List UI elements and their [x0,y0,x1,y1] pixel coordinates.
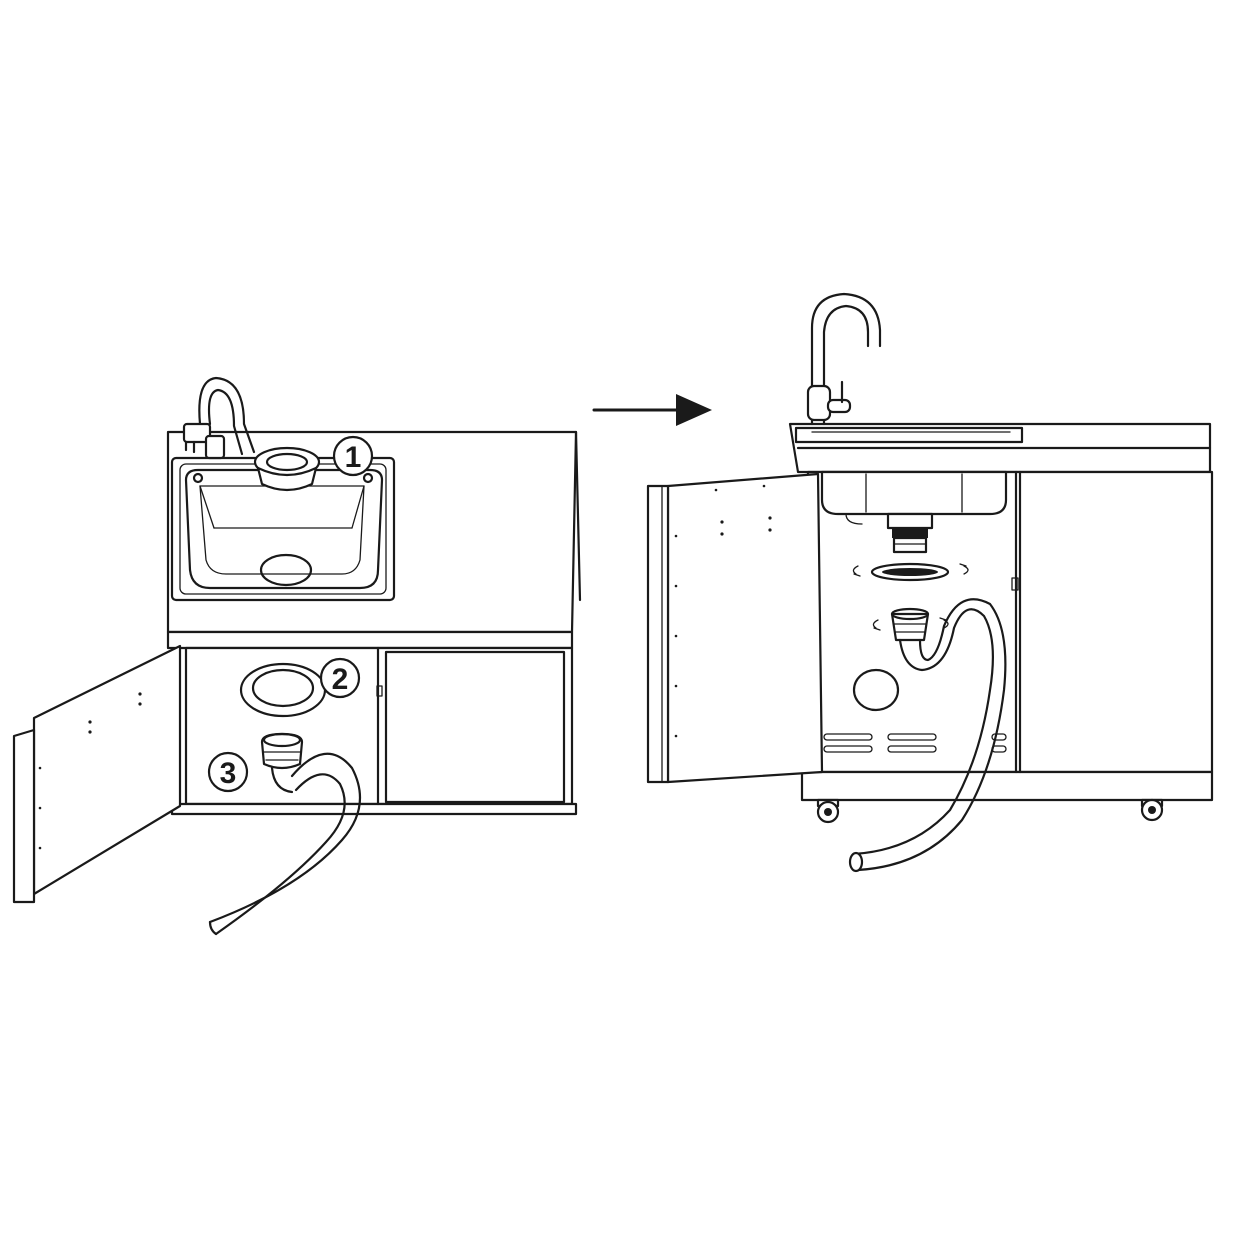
left-door-screws [38,692,142,850]
callout-1-label: 1 [345,441,362,474]
callout-2-label: 2 [332,663,349,696]
left-faucet [182,376,256,460]
right-sink-bowl [820,470,1008,516]
right-cabinet-wheels [816,798,1164,824]
right-cabinet-assembled-view [646,292,1214,873]
right-drain-ring [852,562,969,582]
part-1-drain-strainer [253,446,321,492]
right-hose-connector [872,607,949,642]
callout-3-label: 3 [220,757,237,790]
left-sink-basin [184,468,384,590]
right-cabinet-base [800,770,1214,802]
right-faucet [806,292,882,426]
right-drain-strainer [886,512,934,554]
left-open-door [32,644,182,896]
left-right-door [384,650,566,804]
part-3-hose-connector [260,732,304,794]
left-cabinet-base [170,802,578,816]
left-sink-drain-hole [259,553,313,587]
right-drain-hose [852,608,994,856]
left-cabinet-exploded-view: 1 2 3 [12,376,582,936]
left-drain-hose [208,752,362,924]
right-open-door [666,472,824,784]
left-countertop-edge [166,630,574,650]
part-2-drain-ring [239,662,327,718]
right-cabinet-body [806,470,1214,774]
callout-1: 1 [332,435,374,477]
right-cabinet-vents [823,733,1007,753]
callout-3: 3 [207,751,249,793]
right-door-screws [674,484,772,738]
step-arrow [592,394,712,426]
callout-2: 2 [319,657,361,699]
